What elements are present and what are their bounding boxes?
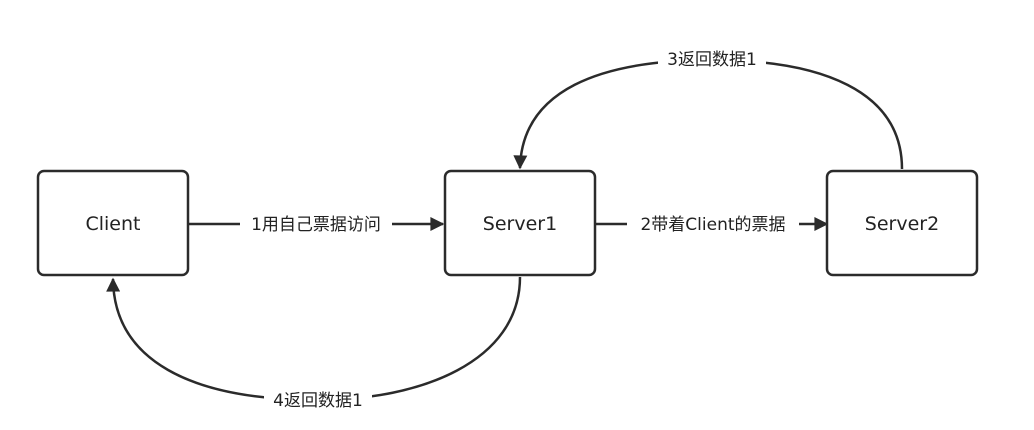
- edge-server1-to-server2[interactable]: 2带着Client的票据: [596, 210, 829, 238]
- edge-server2-to-server1-label-bg: [658, 46, 766, 72]
- edge-server1-to-client[interactable]: 4返回数据1: [106, 276, 522, 413]
- edge-client-to-server1-label-bg: [240, 210, 392, 238]
- node-server1-label: Server1: [483, 213, 557, 235]
- edge-server1-to-client-line: [106, 276, 522, 402]
- edge-client-to-server1[interactable]: 1用自己票据访问: [189, 210, 445, 238]
- edge-server2-to-server1-label: 3返回数据1: [667, 50, 757, 70]
- node-client[interactable]: Client: [36, 169, 190, 277]
- node-server2[interactable]: Server2: [825, 169, 979, 277]
- edge-server1-to-client-label: 4返回数据1: [273, 391, 363, 411]
- node-server1[interactable]: Server1: [443, 169, 597, 277]
- node-server1-box: [443, 169, 597, 277]
- edge-server1-to-client-label-bg: [264, 387, 372, 413]
- node-server2-label: Server2: [865, 213, 939, 235]
- edge-server1-to-server2-label: 2带着Client的票据: [640, 215, 785, 235]
- node-client-box: [36, 169, 190, 277]
- edge-server2-to-server1[interactable]: 3返回数据1: [513, 46, 904, 170]
- edge-client-to-server1-label: 1用自己票据访问: [251, 215, 381, 235]
- node-client-label: Client: [85, 213, 140, 235]
- edge-server1-to-server2-label-bg: [627, 210, 799, 238]
- node-server2-box: [825, 169, 979, 277]
- edge-server2-to-server1-line: [513, 58, 904, 170]
